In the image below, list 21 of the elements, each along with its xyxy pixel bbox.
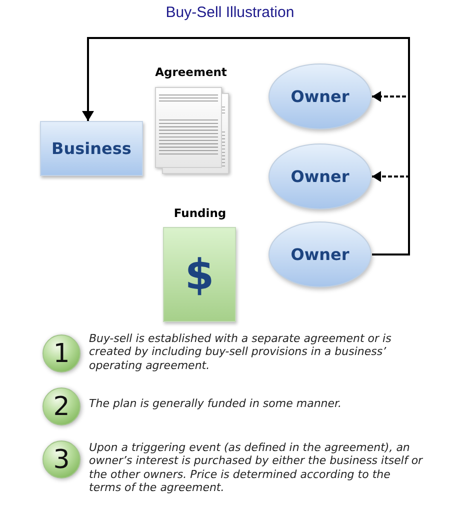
number-circle [42, 387, 81, 426]
heading-label: Funding [174, 205, 226, 222]
ellipse-node [268, 221, 372, 288]
heading-label: Agreement [155, 64, 227, 81]
step-description: The plan is generally funded in some manner. [89, 397, 343, 410]
ellipse-node [268, 63, 372, 130]
number-circle [42, 334, 81, 373]
node-label: Owner [290, 87, 350, 106]
step-number: 1 [53, 338, 70, 368]
step-number: 2 [53, 392, 70, 422]
ellipse-node [268, 143, 372, 210]
step-description: Buy-sell is established with a separate agreement or is created by including buy-sell provisions in a business’ operating agreement. [89, 332, 392, 372]
node-label: Owner [290, 245, 350, 264]
node-label: Business [52, 139, 132, 158]
number-circle [42, 440, 81, 479]
diagram-title: Buy-Sell Illustration [166, 4, 294, 21]
step-number: 3 [53, 444, 70, 474]
step-description: Upon a triggering event (as defined in the agreement), an owner’s interest is purchased by either the business itself or the other owners. Price is determined according to the terms of the agreement. [89, 441, 424, 495]
node-label: Owner [290, 167, 350, 186]
process-box [40, 121, 143, 176]
currency-symbol: $ [184, 252, 214, 298]
